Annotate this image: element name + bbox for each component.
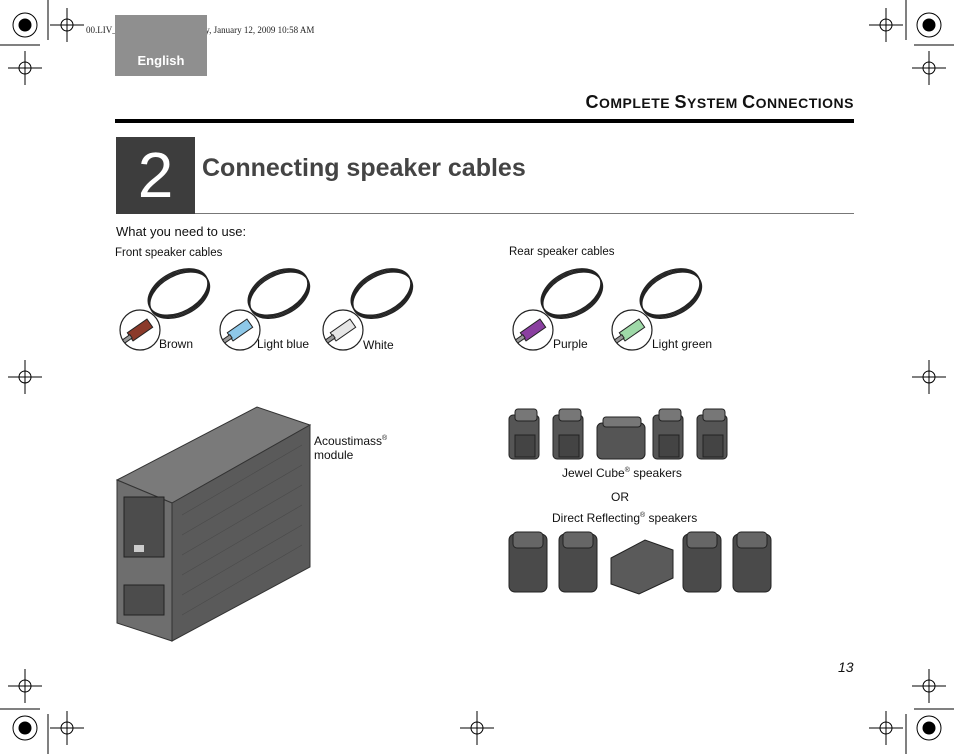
language-tab-label: English [137, 53, 185, 68]
jewel-cube-speaker-icon [696, 408, 728, 460]
direct-reflecting-speaker-icon [682, 531, 722, 593]
crosshair-icon [50, 8, 84, 42]
rear-cables-label: Rear speaker cables [509, 246, 615, 258]
section-rule [115, 119, 854, 123]
direct-reflecting-speaker-icon [508, 531, 548, 593]
direct-reflecting-speakers-illustration [508, 531, 772, 595]
speaker-cable-icon [611, 268, 703, 351]
direct-reflecting-center-speaker-icon [610, 539, 674, 595]
crosshair-icon [50, 711, 84, 745]
front-cables-label: Front speaker cables [115, 247, 223, 259]
jewel-cube-speaker-icon [652, 408, 684, 460]
direct-reflecting-speaker-icon [732, 531, 772, 593]
page-heading: Connecting speaker cables [202, 154, 526, 182]
jewel-cube-center-speaker-icon [596, 416, 646, 460]
crosshair-icon [8, 51, 42, 85]
cable-label-purple: Purple [553, 337, 588, 351]
speaker-cable-icon [119, 268, 211, 351]
speaker-cable-icon [322, 268, 414, 351]
jewel-cube-speaker-icon [508, 408, 540, 460]
speaker-cables-illustration [119, 268, 703, 351]
language-tab: English [115, 15, 207, 76]
speaker-cable-icon [512, 268, 604, 351]
crosshair-icon [8, 360, 42, 394]
jewel-cube-label: Jewel Cube® speakers [562, 466, 682, 480]
starburst-top-right-icon [916, 12, 942, 38]
cable-label-light-green: Light green [652, 337, 713, 351]
starburst-bottom-right-icon [916, 715, 942, 741]
crosshair-icon [460, 711, 494, 745]
crosshair-icon [912, 51, 946, 85]
crosshair-icon [869, 711, 903, 745]
step-number: 2 [116, 137, 195, 214]
crosshair-icon [869, 8, 903, 42]
page-number: 13 [838, 659, 854, 675]
acoustimass-module-illustration [115, 406, 312, 642]
cable-label-light-blue: Light blue [257, 337, 310, 351]
heading-rule [195, 213, 854, 214]
jewel-cube-speaker-icon [552, 408, 584, 460]
direct-reflecting-label: Direct Reflecting® speakers [552, 511, 698, 525]
section-title: COMPLETE SYSTEM CONNECTIONS [585, 92, 854, 112]
jewel-cube-speakers-illustration [508, 408, 728, 460]
acoustimass-module-label: Acoustimass® module [314, 434, 388, 462]
crosshair-icon [8, 669, 42, 703]
starburst-bottom-left-icon [12, 715, 38, 741]
or-text: OR [611, 490, 629, 504]
crosshair-icon [912, 360, 946, 394]
cable-label-white: White [363, 338, 394, 352]
cable-label-brown: Brown [159, 337, 194, 351]
crosshair-icon [912, 669, 946, 703]
starburst-top-left-icon [12, 12, 38, 38]
direct-reflecting-speaker-icon [558, 531, 598, 593]
speaker-cable-icon [219, 268, 311, 351]
intro-text: What you need to use: [116, 224, 247, 239]
